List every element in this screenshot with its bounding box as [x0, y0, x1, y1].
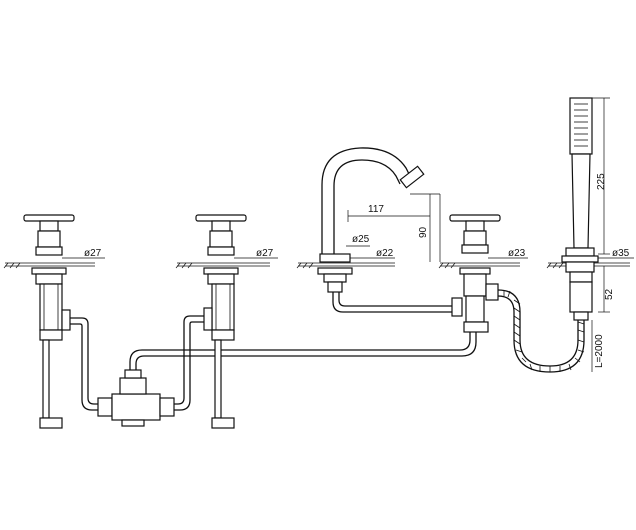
- dim-diverter: ø23: [508, 248, 526, 259]
- dim-mount-height: 52: [604, 288, 615, 300]
- middle-valve: [195, 214, 247, 429]
- dim-handshower-length: 225: [596, 173, 607, 190]
- dim-spout-reach: 117: [368, 204, 384, 215]
- dim-spout-base: ø25: [352, 234, 370, 245]
- dim-middle-valve: ø27: [256, 248, 274, 259]
- diverter-valve: [449, 214, 501, 333]
- hand-shower: [561, 97, 599, 321]
- spout: [317, 147, 425, 293]
- dim-hose-length: L=2000: [594, 334, 605, 368]
- dimension-lines: [62, 97, 634, 372]
- dim-spout-mount: ø22: [376, 248, 394, 259]
- connection-pipes: [64, 290, 477, 411]
- dim-spout-height: 90: [418, 226, 429, 238]
- left-valve: [23, 214, 75, 429]
- deck-surface-lines: [3, 262, 630, 269]
- dim-shower-mount: ø35: [612, 248, 630, 259]
- t-connector: [97, 369, 175, 427]
- dim-left-valve: ø27: [84, 248, 102, 259]
- shower-hose: [497, 289, 585, 373]
